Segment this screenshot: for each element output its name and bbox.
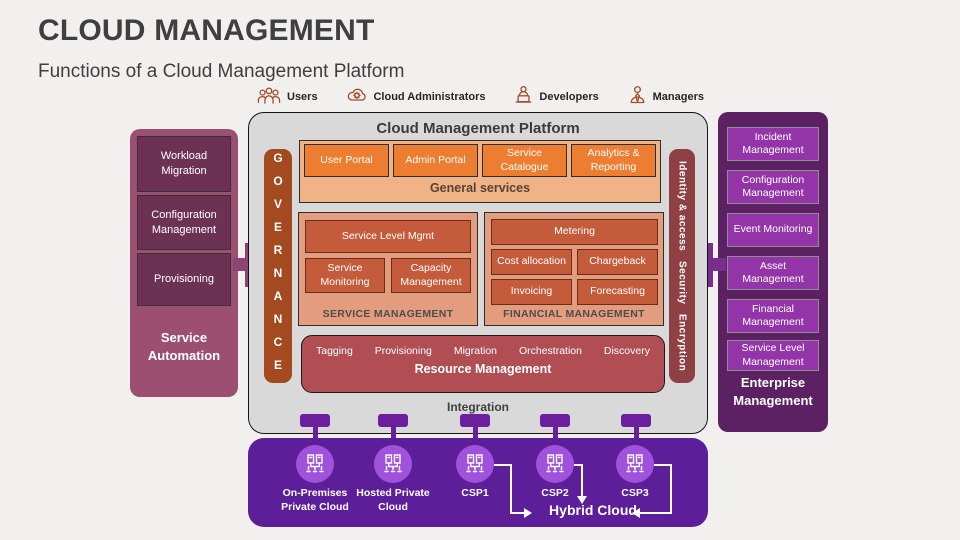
- financial-item: Forecasting: [577, 279, 658, 305]
- page-title: CLOUD MANAGEMENT: [38, 14, 375, 47]
- cloud-item-label: On-Premises Private Cloud: [281, 487, 349, 514]
- financial-item: Invoicing: [491, 279, 572, 305]
- integration-stem: [313, 426, 318, 442]
- integration-stem: [553, 426, 558, 442]
- integration-tab: [621, 414, 651, 427]
- resource-item: Discovery: [603, 345, 650, 357]
- csp2-icon: [536, 445, 574, 483]
- actor-label: Developers: [539, 91, 599, 103]
- hosted-private-cloud-icon: [374, 445, 412, 483]
- right-connector-stub: [712, 258, 726, 271]
- service-management-section: Service Level Mgmt Service Monitoring Ca…: [298, 212, 478, 326]
- actors-row: Users Cloud Administrators Developers: [252, 84, 708, 110]
- integration-tab: [460, 414, 490, 427]
- service-automation-item: Workload Migration: [137, 136, 231, 192]
- manager-icon: [627, 85, 648, 110]
- enterprise-management-title: Enterprise Management: [733, 375, 813, 408]
- resource-item: Orchestration: [518, 345, 582, 357]
- service-management-label: SERVICE MANAGEMENT: [322, 308, 454, 320]
- enterprise-item: Asset Management: [727, 256, 819, 290]
- financial-item: Cost allocation: [491, 249, 572, 275]
- actor-label: Managers: [652, 91, 704, 103]
- actor-cloud-administrators: Cloud Administrators: [345, 85, 486, 110]
- cloud-admin-icon: [345, 85, 368, 110]
- actor-label: Cloud Administrators: [373, 91, 486, 103]
- general-service-item: User Portal: [304, 144, 389, 177]
- page-subtitle: Functions of a Cloud Management Platform: [38, 61, 405, 82]
- cloud-management-platform: Cloud Management Platform GOVERNANCE Ide…: [248, 112, 708, 434]
- enterprise-item: Service Level Management: [727, 340, 819, 371]
- general-service-item: Admin Portal: [393, 144, 478, 177]
- financial-item: Chargeback: [577, 249, 658, 275]
- service-automation-panel: Workload Migration Configuration Managem…: [130, 129, 238, 397]
- financial-management-label: FINANCIAL MANAGEMENT: [503, 308, 645, 320]
- integration-tab: [540, 414, 570, 427]
- resource-item: Provisioning: [374, 345, 432, 357]
- enterprise-item: Financial Management: [727, 299, 819, 333]
- financial-management-section: Metering Cost allocation Chargeback Invo…: [484, 212, 664, 326]
- service-automation-title: Service Automation: [147, 330, 221, 364]
- service-mgmt-item: Capacity Management: [391, 258, 471, 293]
- platform-title: Cloud Management Platform: [376, 120, 580, 137]
- enterprise-management-panel: Incident Management Configuration Manage…: [718, 112, 828, 432]
- actor-users: Users: [256, 85, 318, 110]
- service-mgmt-item: Service Monitoring: [305, 258, 385, 293]
- resource-management-section: Tagging Provisioning Migration Orchestra…: [301, 335, 665, 393]
- service-automation-item: Configuration Management: [137, 195, 231, 250]
- integration-stem: [391, 426, 396, 442]
- integration-label: Integration: [447, 400, 509, 414]
- enterprise-item: Configuration Management: [727, 170, 819, 204]
- integration-tab: [378, 414, 408, 427]
- governance-label: GOVERNANCE: [271, 151, 285, 381]
- security-label: Security: [676, 260, 688, 305]
- actor-managers: Managers: [627, 85, 704, 110]
- integration-stem: [473, 426, 478, 442]
- general-service-item: Service Catalogue: [482, 144, 567, 177]
- governance-bar: GOVERNANCE: [264, 149, 292, 383]
- left-connector-stub: [233, 258, 246, 271]
- cloud-item-label: CSP1: [461, 487, 489, 499]
- developer-icon: [513, 85, 534, 110]
- hybrid-cloud-arrows: [494, 464, 672, 518]
- general-services-label: General services: [429, 181, 531, 195]
- cloud-item-label: CSP2: [541, 487, 569, 499]
- resource-item: Tagging: [316, 345, 353, 357]
- resource-item: Migration: [453, 345, 498, 357]
- on-premises-cloud-icon: [296, 445, 334, 483]
- security-bar: Identity & access Security Encryption: [669, 149, 695, 383]
- identity-access-label: Identity & access: [676, 161, 688, 252]
- financial-item: Metering: [491, 219, 658, 245]
- users-icon: [256, 85, 282, 110]
- cloud-providers-panel: On-Premises Private Cloud Hosted Private…: [248, 438, 708, 527]
- resource-management-label: Resource Management: [414, 362, 552, 376]
- general-service-item: Analytics & Reporting: [571, 144, 656, 177]
- cloud-item-label: CSP3: [621, 487, 649, 499]
- csp1-icon: [456, 445, 494, 483]
- integration-tab: [300, 414, 330, 427]
- actor-developers: Developers: [513, 85, 599, 110]
- enterprise-item: Event Monitoring: [727, 213, 819, 247]
- hybrid-cloud-label: Hybrid Cloud: [549, 502, 637, 518]
- integration-stem: [634, 426, 639, 442]
- service-automation-item: Provisioning: [137, 253, 231, 306]
- encryption-label: Encryption: [676, 313, 688, 371]
- csp3-icon: [616, 445, 654, 483]
- service-mgmt-item: Service Level Mgmt: [305, 220, 471, 253]
- cloud-item-label: Hosted Private Cloud: [356, 487, 430, 514]
- enterprise-item: Incident Management: [727, 127, 819, 161]
- general-services-section: User Portal Admin Portal Service Catalog…: [299, 140, 661, 203]
- actor-label: Users: [287, 91, 318, 103]
